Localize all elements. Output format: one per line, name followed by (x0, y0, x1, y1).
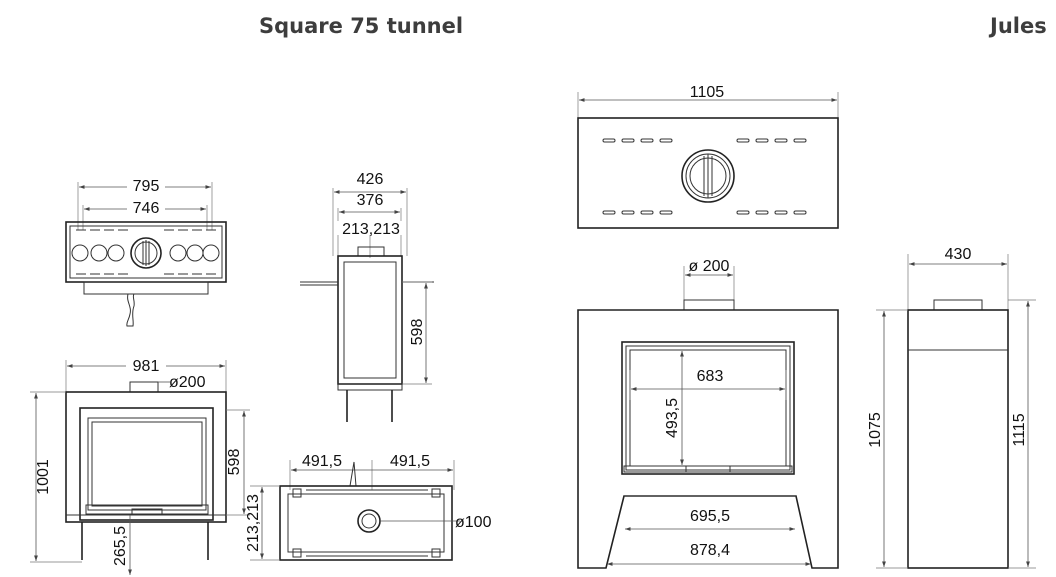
title-square-75-tunnel: Square 75 tunnel (259, 14, 464, 38)
dim-683: 683 (697, 368, 724, 385)
dim-flue-200-jules: ø 200 (689, 258, 730, 275)
dim-213-213: 213,213 (342, 221, 400, 238)
jules-side-view: 430 1075 1115 (867, 246, 1036, 569)
dim-491-5-left: 491,5 (302, 453, 342, 470)
jules-front-view: ø 200 683 493,5 695,5 878,4 (577, 258, 839, 569)
title-jules: Jules (990, 14, 1047, 38)
dim-flue-200: ø200 (169, 374, 206, 391)
dim-1105: 1105 (690, 84, 725, 101)
dim-598-front: 598 (226, 449, 243, 476)
dim-491-5-right: 491,5 (390, 453, 430, 470)
dim-878-4: 878,4 (690, 542, 730, 559)
square75-front-view: 981 ø200 1001 598 265,5 (30, 358, 250, 575)
dim-598-side: 598 (409, 319, 426, 346)
square75-bottom-view: 491,5 491,5 ø100 213,213 (245, 452, 492, 561)
dim-430: 430 (945, 246, 972, 263)
dim-426: 426 (357, 171, 384, 188)
dim-1075: 1075 (867, 412, 884, 448)
dim-213-213-bottom: 213,213 (245, 494, 262, 552)
square75-side-view: 426 376 213,213 598 (300, 171, 434, 422)
dim-746: 746 (133, 200, 160, 217)
dim-1115: 1115 (1011, 413, 1028, 446)
dim-376: 376 (357, 192, 384, 209)
square75-top-view: 795 746 (65, 178, 227, 327)
dim-493-5: 493,5 (664, 398, 681, 438)
dim-695-5: 695,5 (690, 508, 730, 525)
dim-265-5: 265,5 (112, 526, 129, 566)
dim-795: 795 (133, 178, 160, 195)
dim-1001: 1001 (35, 459, 52, 495)
jules-top-view: 1105 (577, 84, 839, 229)
dim-outlet-100: ø100 (455, 514, 492, 531)
dim-981: 981 (133, 358, 160, 375)
